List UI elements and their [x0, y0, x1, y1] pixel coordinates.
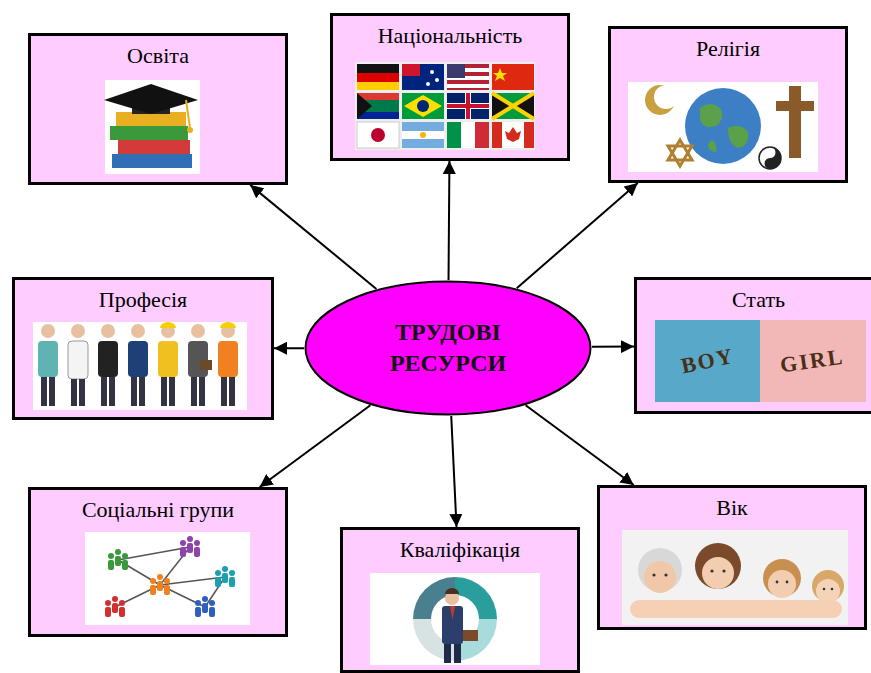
category-box: СтатьBOY GIRL	[634, 277, 871, 414]
box-title: Вік	[600, 494, 864, 522]
arrow-connector	[448, 161, 451, 280]
category-box: Вік	[597, 485, 867, 630]
central-ellipse: ТРУДОВІ РЕСУРСИ	[304, 280, 592, 416]
picture-words: BOY GIRL	[655, 320, 871, 402]
arrow-connector	[517, 183, 638, 288]
box-title: Освіта	[31, 42, 285, 70]
box-title: Соціальні групи	[31, 496, 285, 524]
category-box: Релігія	[608, 26, 848, 183]
category-box: Соціальні групи	[28, 487, 288, 637]
center-title: ТРУДОВІ РЕСУРСИ	[358, 317, 538, 379]
picture-cell: GIRL	[760, 320, 865, 402]
category-box: Кваліфікація	[340, 527, 580, 673]
arrow-connector	[250, 185, 376, 289]
box-title: Релігія	[611, 35, 845, 63]
picture-word: GIRL	[779, 344, 846, 379]
arrow-connector	[451, 416, 456, 527]
arrow-connector	[274, 347, 304, 349]
ellipse-content: ТРУДОВІ РЕСУРСИ	[304, 280, 592, 416]
box-title: Національність	[333, 22, 567, 50]
box-title: Стать	[637, 286, 871, 314]
category-box: Національність	[330, 13, 570, 161]
ellipse-outline	[304, 280, 592, 416]
picture-cell: BOY	[655, 320, 760, 402]
picture-word: BOY	[679, 343, 737, 380]
category-box: Професія	[12, 277, 274, 420]
box-title: Професія	[15, 286, 271, 314]
box-title: Кваліфікація	[343, 536, 577, 564]
arrow-connector	[592, 346, 634, 348]
arrow-connector	[260, 405, 371, 487]
category-box: Освіта	[28, 33, 288, 185]
arrow-connector	[526, 405, 634, 485]
